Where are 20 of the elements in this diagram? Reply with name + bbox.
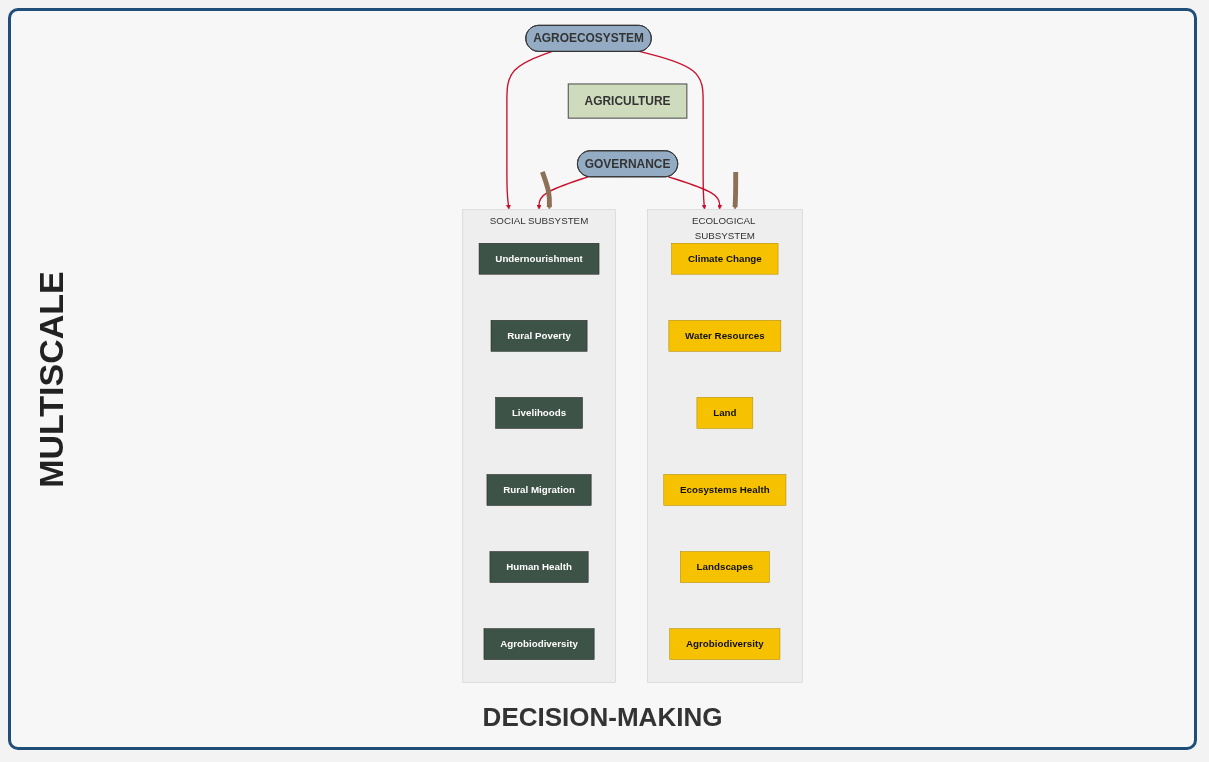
node-box: Climate Change <box>671 243 779 275</box>
node-box: Rural Poverty <box>490 320 588 352</box>
node-box: Ecosystems Health <box>663 474 787 506</box>
node-box: Undernourishment <box>478 243 600 275</box>
node-box: Agrobiodiversity <box>483 628 595 660</box>
axis-label: DECISION-MAKING <box>482 702 723 732</box>
node-box: Land <box>696 397 754 429</box>
arrow <box>667 176 723 210</box>
arrow <box>536 176 589 210</box>
node-box: Human Health <box>489 551 589 583</box>
node-box: Rural Migration <box>486 474 592 506</box>
node-box: AGRICULTURE <box>567 83 688 119</box>
node-box: Agrobiodiversity <box>669 628 781 660</box>
node-box: Landscapes <box>680 551 770 583</box>
arrow <box>540 171 552 210</box>
arrow <box>506 50 553 210</box>
axis-label: MULTISCALE <box>31 270 71 488</box>
arrow <box>732 171 739 210</box>
node-box: Livelihoods <box>495 397 583 429</box>
node-box: Water Resources <box>668 320 782 352</box>
